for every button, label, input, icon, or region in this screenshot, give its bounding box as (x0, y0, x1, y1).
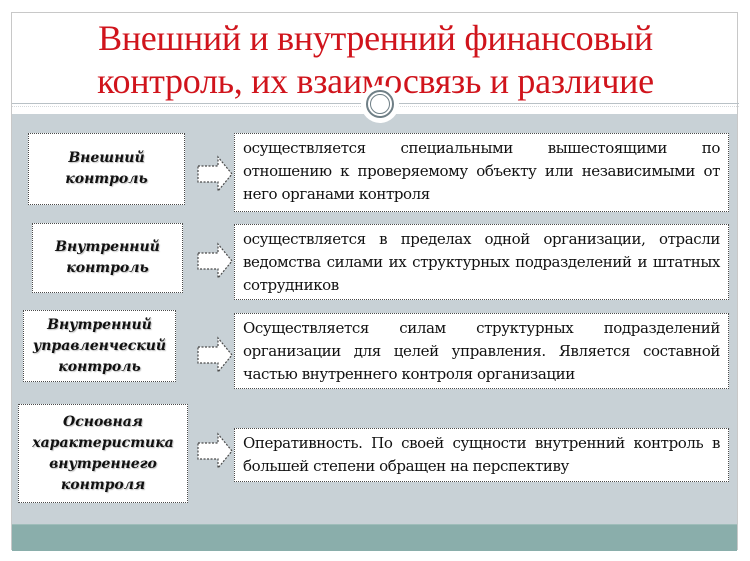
term-box-internal-control-characteristic: Основная характеристика внутреннего конт… (18, 404, 188, 503)
ring-ornament-icon (361, 85, 399, 123)
description-text: осуществляется специальными вышестоящими… (243, 139, 720, 203)
right-arrow-icon (197, 155, 233, 193)
slide-title: Внешний и внутренний финансовый контроль… (12, 17, 739, 103)
right-arrow-icon (197, 336, 233, 374)
term-label: Внутренний управленческий контроль (32, 316, 167, 375)
term-box-external-control: Внешний контроль (28, 133, 185, 205)
description-text: осуществляется в пределах одной организа… (243, 230, 720, 294)
term-box-internal-control: Внутренний контроль (32, 223, 183, 293)
description-box-internal-control: осуществляется в пределах одной организа… (234, 224, 729, 300)
description-box-internal-control-characteristic: Оперативность. По своей сущности внутрен… (234, 428, 729, 482)
term-label: Внутренний контроль (55, 239, 160, 276)
term-label: Основная характеристика внутреннего конт… (32, 413, 174, 493)
title-line-1: Внешний и внутренний финансовый (98, 18, 653, 58)
bottom-band (12, 524, 737, 551)
description-text: Осуществляется силам структурных подразд… (243, 319, 720, 383)
description-box-external-control: осуществляется специальными вышестоящими… (234, 133, 729, 212)
right-arrow-icon (197, 432, 233, 470)
slide: Внешний и внутренний финансовый контроль… (11, 12, 739, 551)
term-label: Внешний контроль (65, 150, 148, 187)
term-box-internal-management-control: Внутренний управленческий контроль (23, 310, 176, 382)
right-arrow-icon (197, 242, 233, 280)
description-box-internal-management-control: Осуществляется силам структурных подразд… (234, 313, 729, 389)
description-text: Оперативность. По своей сущности внутрен… (243, 434, 720, 475)
